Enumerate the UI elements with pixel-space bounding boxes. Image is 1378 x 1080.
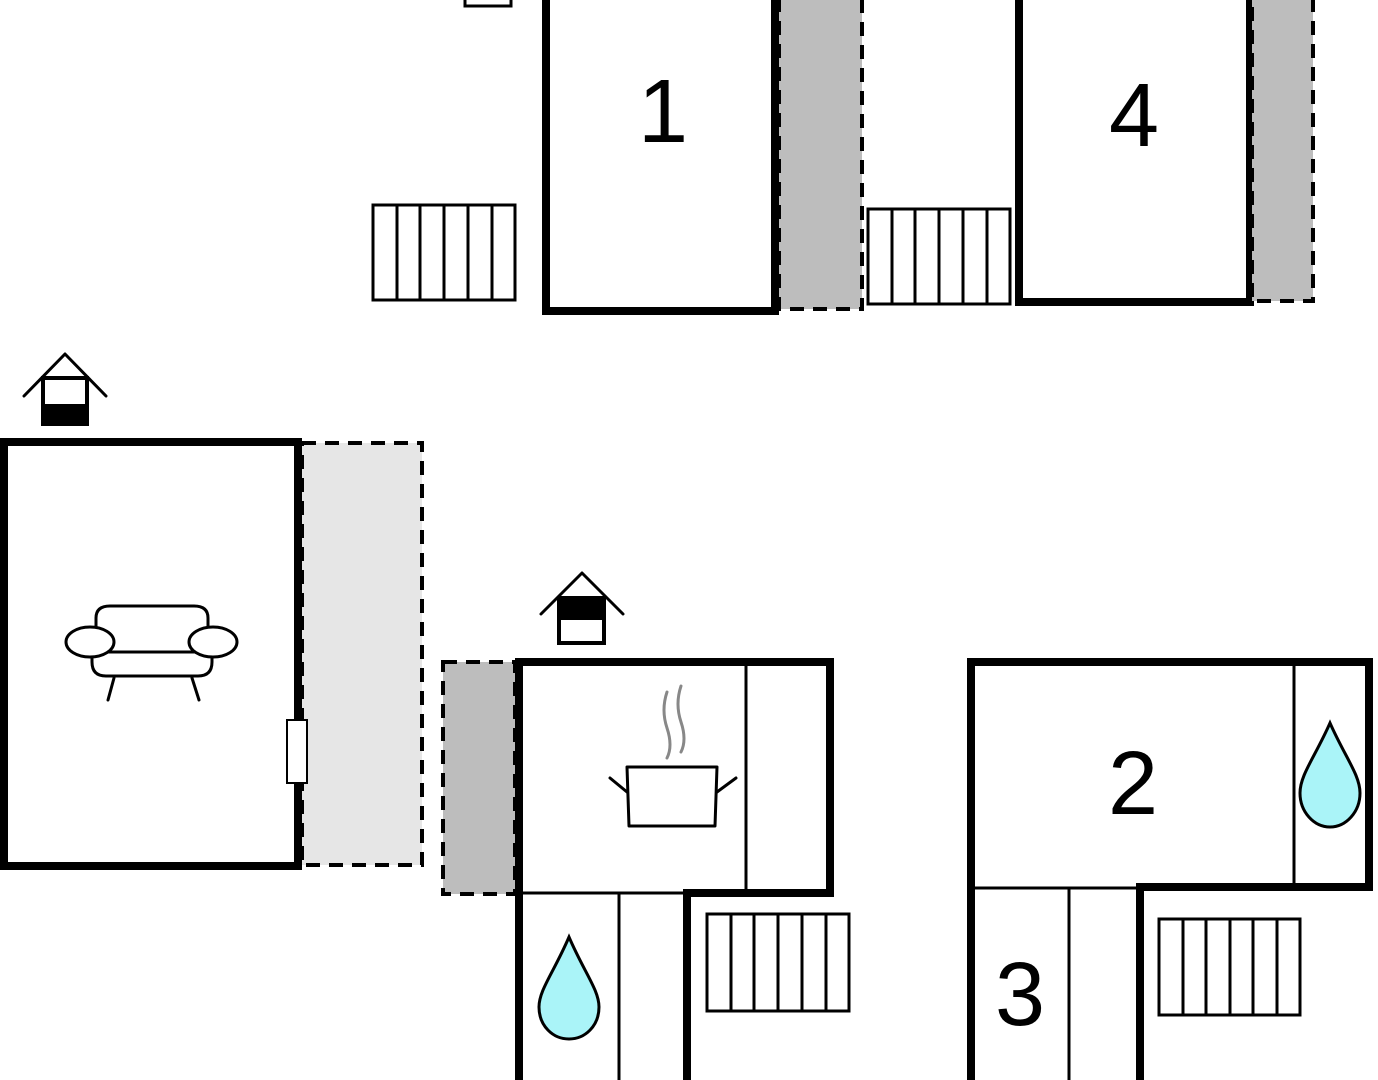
room-label-1: 1 <box>638 62 688 162</box>
cooking-pot-icon <box>608 684 738 828</box>
living-room <box>0 438 302 870</box>
armchair-icon <box>64 604 239 702</box>
stairs-icon <box>371 203 517 302</box>
terrace <box>1250 0 1315 303</box>
terrace <box>441 660 517 896</box>
stairs-icon <box>705 912 851 1013</box>
room-label-2: 2 <box>1108 734 1158 834</box>
room-2 <box>967 658 1373 1080</box>
terrace <box>777 0 864 311</box>
water-drop-icon <box>537 933 601 1041</box>
water-drop-icon <box>1298 719 1362 829</box>
terrace <box>300 441 424 867</box>
kitchen <box>515 658 834 1080</box>
room-label-4: 4 <box>1109 66 1159 166</box>
room-1 <box>542 0 779 315</box>
house-entrance-icon <box>22 352 108 426</box>
door <box>286 719 308 784</box>
stairs-icon <box>866 207 1012 306</box>
room-label-3: 3 <box>995 945 1045 1045</box>
stairs-icon <box>1157 917 1302 1017</box>
house-entrance-icon <box>539 571 625 645</box>
door-marker <box>463 0 513 8</box>
